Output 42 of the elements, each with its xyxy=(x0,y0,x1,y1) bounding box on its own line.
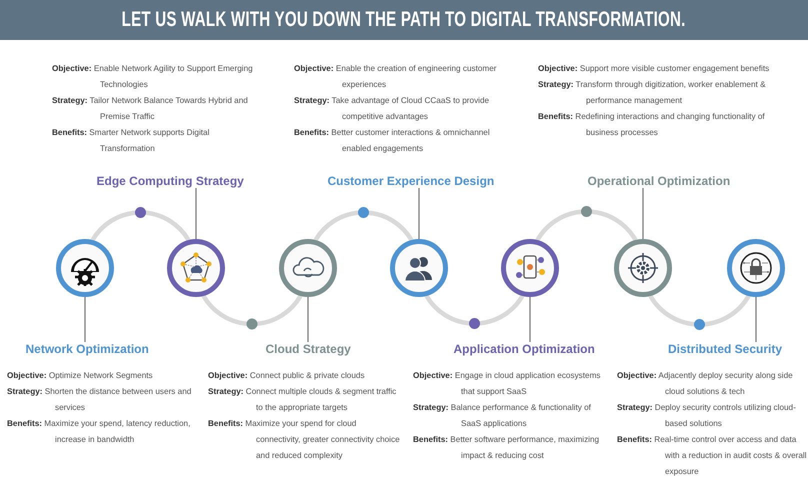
detail-text: Objective: Connect public & private clouds xyxy=(208,370,366,382)
step-heading: Distributed Security xyxy=(668,342,782,356)
step-heading: Cloud Strategy xyxy=(266,342,351,356)
detail-text: Benefits: Better customer interactions & omnichannel enabled engagements xyxy=(294,127,491,155)
detail-text: Objective: Enable the creation of engineering customer experiences xyxy=(294,63,498,91)
path-arc xyxy=(314,210,414,242)
detail-text: Benefits: Real-time control over access and data with a reduction in audit costs & overall exposure xyxy=(617,434,807,478)
detail-text: Objective: Adjacently deploy security along side cloud solutions & tech xyxy=(617,370,794,398)
detail-text: Objective: Enable Network Agility to Support Emerging Technologies xyxy=(52,63,254,91)
step-heading: Customer Experience Design xyxy=(328,174,494,188)
detail-text: Benefits: Better software performance, maximizing impact & reducing cost xyxy=(413,434,600,462)
detail-text: Objective: Optimize Network Segments xyxy=(7,370,154,382)
detail-text: Strategy: Take advantage of Cloud CCaaS to provide competitive advantages xyxy=(294,95,490,123)
title: LET US WALK WITH YOU DOWN THE PATH TO DIGITAL TRANSFORMATION. xyxy=(122,8,686,32)
path-arc xyxy=(424,294,524,326)
leader-line xyxy=(755,297,757,342)
path-arc xyxy=(202,294,302,326)
leader-line xyxy=(84,297,86,342)
path-arc xyxy=(648,294,750,327)
leader-line xyxy=(418,188,420,239)
detail-text: Strategy: Transform through digitization, worker enablement & performance management xyxy=(538,79,767,107)
path-arc xyxy=(536,209,638,242)
step-heading: Operational Optimization xyxy=(588,174,730,188)
detail-text: Objective: Engage in cloud application ecosystems that support SaaS xyxy=(413,370,602,398)
detail-text: Strategy: Shorten the distance between users and services xyxy=(7,386,192,414)
leader-line xyxy=(529,297,531,342)
detail-text: Benefits: Maximize your spend, latency reduction, increase in bandwidth xyxy=(7,418,192,446)
step-heading: Application Optimization xyxy=(454,342,595,356)
leader-line xyxy=(642,188,644,239)
detail-text: Benefits: Maximize your spend for cloud connectivity, greater connectivity choice and reduced complexity xyxy=(208,418,400,462)
detail-text: Benefits: Smarter Network supports Digital Transformation xyxy=(52,127,210,155)
detail-text: Strategy: Balance performance & functionality of SaaS applications xyxy=(413,402,592,430)
detail-text: Strategy: Connect multiple clouds & segment traffic to the appropriate targets xyxy=(208,386,398,414)
detail-text: Strategy: Deploy security controls utilizing cloud-based solutions xyxy=(617,402,797,430)
leader-line xyxy=(307,297,309,342)
step-heading: Network Optimization xyxy=(26,342,149,356)
detail-text: Strategy: Tailor Network Balance Towards Hybrid and Premise Traffic xyxy=(52,95,249,123)
detail-text: Objective: Support more visible customer engagement benefits xyxy=(538,63,770,75)
path-arc xyxy=(90,210,190,242)
leader-line xyxy=(195,188,197,239)
step-heading: Edge Computing Strategy xyxy=(96,174,244,188)
detail-text: Benefits: Redefining interactions and changing functionality of business processes xyxy=(538,111,766,139)
